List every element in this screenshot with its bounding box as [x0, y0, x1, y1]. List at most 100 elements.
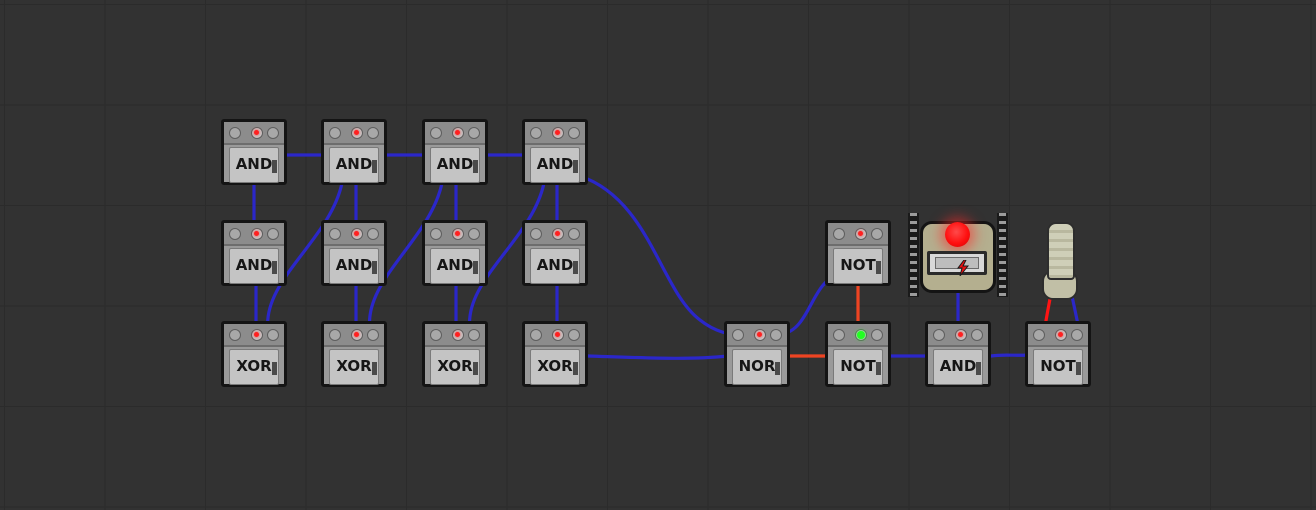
- status-led-icon: [1055, 329, 1067, 341]
- not-gate[interactable]: NOT: [1022, 321, 1094, 387]
- gate-body: [329, 349, 379, 385]
- lamp-bulb-icon: [945, 222, 970, 247]
- input-pin-icon[interactable]: [430, 228, 442, 240]
- pillar-device[interactable]: [1042, 220, 1078, 300]
- and-gate[interactable]: AND: [318, 119, 390, 185]
- and-gate[interactable]: AND: [218, 220, 290, 286]
- status-led-icon: [351, 228, 363, 240]
- output-port-icon[interactable]: [372, 160, 377, 173]
- input-pin-icon[interactable]: [367, 127, 379, 139]
- and-gate[interactable]: AND: [419, 119, 491, 185]
- pillar-shaft: [1047, 222, 1075, 280]
- input-pin-icon[interactable]: [871, 228, 883, 240]
- and-gate[interactable]: AND: [318, 220, 390, 286]
- output-port-icon[interactable]: [573, 261, 578, 274]
- status-led-icon: [351, 329, 363, 341]
- output-port-icon[interactable]: [372, 261, 377, 274]
- xor-gate[interactable]: XOR: [419, 321, 491, 387]
- lamp-device[interactable]: [908, 211, 1008, 299]
- status-led-icon: [855, 228, 867, 240]
- output-port-icon[interactable]: [272, 261, 277, 274]
- and-gate[interactable]: AND: [519, 119, 591, 185]
- input-pin-icon[interactable]: [732, 329, 744, 341]
- gate-body: [933, 349, 983, 385]
- output-port-icon[interactable]: [473, 362, 478, 375]
- input-pin-icon[interactable]: [367, 329, 379, 341]
- not-gate[interactable]: NOT: [822, 321, 894, 387]
- output-port-icon[interactable]: [976, 362, 981, 375]
- output-port-icon[interactable]: [775, 362, 780, 375]
- gate-label: XOR: [236, 357, 272, 375]
- input-pin-icon[interactable]: [1033, 329, 1045, 341]
- input-pin-icon[interactable]: [329, 127, 341, 139]
- input-pin-icon[interactable]: [971, 329, 983, 341]
- and-gate[interactable]: AND: [922, 321, 994, 387]
- input-pin-icon[interactable]: [468, 329, 480, 341]
- input-pin-icon[interactable]: [530, 228, 542, 240]
- output-port-icon[interactable]: [272, 160, 277, 173]
- input-pin-icon[interactable]: [329, 228, 341, 240]
- status-led-icon: [452, 228, 464, 240]
- input-pin-icon[interactable]: [267, 127, 279, 139]
- and-gate[interactable]: AND: [218, 119, 290, 185]
- gate-body: [430, 147, 480, 183]
- xor-gate[interactable]: XOR: [519, 321, 591, 387]
- input-pin-icon[interactable]: [933, 329, 945, 341]
- input-pin-icon[interactable]: [329, 329, 341, 341]
- output-port-icon[interactable]: [876, 362, 881, 375]
- output-port-icon[interactable]: [573, 160, 578, 173]
- output-port-icon[interactable]: [372, 362, 377, 375]
- gate-body: [229, 248, 279, 284]
- status-led-icon: [552, 228, 564, 240]
- gate-label: AND: [335, 256, 373, 274]
- input-pin-icon[interactable]: [530, 329, 542, 341]
- output-port-icon[interactable]: [272, 362, 277, 375]
- output-port-icon[interactable]: [876, 261, 881, 274]
- gate-label: AND: [939, 357, 977, 375]
- input-pin-icon[interactable]: [430, 127, 442, 139]
- input-pin-icon[interactable]: [833, 329, 845, 341]
- input-pin-icon[interactable]: [367, 228, 379, 240]
- input-pin-icon[interactable]: [770, 329, 782, 341]
- not-gate[interactable]: NOT: [822, 220, 894, 286]
- output-port-icon[interactable]: [573, 362, 578, 375]
- input-pin-icon[interactable]: [833, 228, 845, 240]
- gate-label: XOR: [537, 357, 573, 375]
- gate-label: NOT: [1040, 357, 1076, 375]
- output-port-icon[interactable]: [473, 160, 478, 173]
- and-gate[interactable]: AND: [519, 220, 591, 286]
- gate-label: AND: [536, 256, 574, 274]
- xor-gate[interactable]: XOR: [218, 321, 290, 387]
- input-pin-icon[interactable]: [229, 228, 241, 240]
- input-pin-icon[interactable]: [568, 329, 580, 341]
- output-port-icon[interactable]: [473, 261, 478, 274]
- input-pin-icon[interactable]: [568, 127, 580, 139]
- input-pin-icon[interactable]: [267, 329, 279, 341]
- input-pin-icon[interactable]: [229, 127, 241, 139]
- input-pin-icon[interactable]: [871, 329, 883, 341]
- wire: [586, 354, 730, 360]
- input-pin-icon[interactable]: [468, 228, 480, 240]
- status-led-icon: [351, 127, 363, 139]
- gate-label: AND: [335, 155, 373, 173]
- status-led-icon: [452, 329, 464, 341]
- input-pin-icon[interactable]: [568, 228, 580, 240]
- input-pin-icon[interactable]: [430, 329, 442, 341]
- gate-label: AND: [235, 155, 273, 173]
- wire: [578, 174, 747, 338]
- input-pin-icon[interactable]: [468, 127, 480, 139]
- gate-label: AND: [436, 155, 474, 173]
- input-pin-icon[interactable]: [267, 228, 279, 240]
- lightning-bolt-icon: [957, 260, 969, 276]
- and-gate[interactable]: AND: [419, 220, 491, 286]
- input-pin-icon[interactable]: [229, 329, 241, 341]
- input-pin-icon[interactable]: [530, 127, 542, 139]
- gate-body: [530, 248, 580, 284]
- mount-rail: [997, 213, 1008, 297]
- xor-gate[interactable]: XOR: [318, 321, 390, 387]
- input-pin-icon[interactable]: [1071, 329, 1083, 341]
- nor-gate[interactable]: NOR: [721, 321, 793, 387]
- status-led-icon: [754, 329, 766, 341]
- output-port-icon[interactable]: [1076, 362, 1081, 375]
